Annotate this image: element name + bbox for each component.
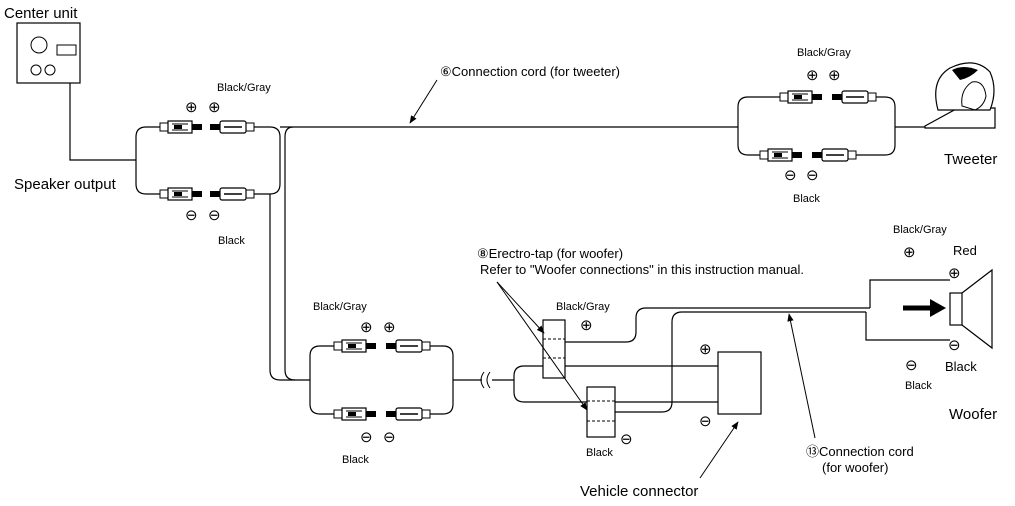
woofer-plus-outer: ⊕	[903, 244, 916, 261]
tweeter-harness	[737, 90, 925, 162]
tweeter-black-label: Black	[793, 193, 820, 205]
woofer-cord-minus	[615, 311, 866, 413]
harness1-minus-2: ⊖	[208, 207, 221, 224]
etap-black-gray-label: Black/Gray	[556, 301, 610, 313]
woofer-plus-inner: ⊕	[948, 265, 961, 282]
woofer-harness-black-label: Black	[342, 454, 369, 466]
woofer-harness	[309, 339, 514, 421]
tweeter-connector-plus-female	[779, 90, 823, 104]
tweeter-plus-2: ⊕	[828, 67, 841, 84]
harness1-black-label: Black	[218, 235, 245, 247]
woofer-cord-plus	[565, 307, 870, 343]
connector-plus-male	[209, 120, 255, 134]
woofer-branch-wire-2	[269, 194, 295, 381]
electro-tap-minus	[586, 386, 616, 438]
woofer-label: Woofer	[949, 406, 997, 423]
woofer-harness-black-gray-label: Black/Gray	[313, 301, 367, 313]
speaker-output-label: Speaker output	[14, 176, 117, 193]
vehicle-plus: ⊕	[699, 341, 712, 358]
harness1-black-gray-label: Black/Gray	[217, 82, 271, 94]
tweeter-cord-arrow	[409, 79, 438, 124]
etap-arrow-2	[496, 281, 588, 411]
electro-tap-plus	[542, 319, 566, 379]
tweeter-connector-plus-male	[831, 90, 877, 104]
center-unit-output-wire	[69, 83, 136, 161]
vehicle-connector-label: Vehicle connector	[580, 483, 698, 500]
tweeter-plus-1: ⊕	[806, 67, 819, 84]
woofer-cord-arrow	[787, 313, 816, 439]
connector-minus-female	[159, 187, 203, 201]
vehicle-connector-box	[717, 351, 762, 415]
woofer-connector-plus-male	[385, 339, 431, 353]
tweeter-icon	[924, 62, 996, 129]
tweeter-minus-2: ⊖	[806, 167, 819, 184]
tweeter-connector-minus-male	[811, 148, 857, 162]
woofer-harness-plus-2: ⊕	[383, 319, 396, 336]
vehicle-plus-wire	[513, 365, 718, 380]
vehicle-minus-wire	[513, 380, 718, 403]
woofer-cord-label-line2: (for woofer)	[822, 460, 888, 475]
etap-arrow-1	[496, 281, 545, 334]
center-unit	[16, 22, 81, 84]
woofer-connector-plus-female	[333, 339, 377, 353]
etap-label-line2: Refer to "Woofer connections" in this in…	[480, 262, 804, 277]
woofer-harness-minus-1: ⊖	[360, 429, 373, 446]
connector-plus-female	[159, 120, 203, 134]
center-unit-label: Center unit	[4, 5, 78, 22]
vehicle-connector-arrow	[699, 421, 739, 479]
tweeter-black-gray-label: Black/Gray	[797, 47, 851, 59]
woofer-cord-label-line1: ⑬Connection cord	[806, 444, 914, 459]
speaker-output-harness	[135, 120, 281, 201]
woofer-connector-minus-female	[333, 407, 377, 421]
etap-black-label: Black	[586, 447, 613, 459]
woofer-minus-outer: ⊖	[905, 357, 918, 374]
woofer-harness-minus-2: ⊖	[383, 429, 396, 446]
tweeter-label: Tweeter	[944, 151, 997, 168]
tweeter-minus-1: ⊖	[784, 167, 797, 184]
woofer-black-gray-label: Black/Gray	[893, 224, 947, 236]
woofer-branch-wire	[284, 126, 310, 381]
woofer-connector-minus-male	[385, 407, 431, 421]
woofer-harness-plus-1: ⊕	[360, 319, 373, 336]
etap-label-line1: ⑧Erectro-tap (for woofer)	[477, 246, 623, 261]
harness1-plus-1: ⊕	[185, 99, 198, 116]
tweeter-cord-label: ⑥Connection cord (for tweeter)	[440, 64, 620, 79]
harness1-plus-2: ⊕	[208, 99, 221, 116]
vehicle-minus: ⊖	[699, 413, 712, 430]
etap-minus: ⊖	[620, 431, 633, 448]
etap-plus: ⊕	[580, 317, 593, 334]
connector-minus-male	[209, 187, 255, 201]
woofer-icon	[865, 268, 993, 350]
woofer-black-right-label: Black	[945, 359, 977, 374]
woofer-red-label: Red	[953, 243, 977, 258]
woofer-black-left-label: Black	[905, 380, 932, 392]
harness1-minus-1: ⊖	[185, 207, 198, 224]
woofer-minus-inner: ⊖	[948, 337, 961, 354]
tweeter-connector-minus-female	[759, 148, 803, 162]
